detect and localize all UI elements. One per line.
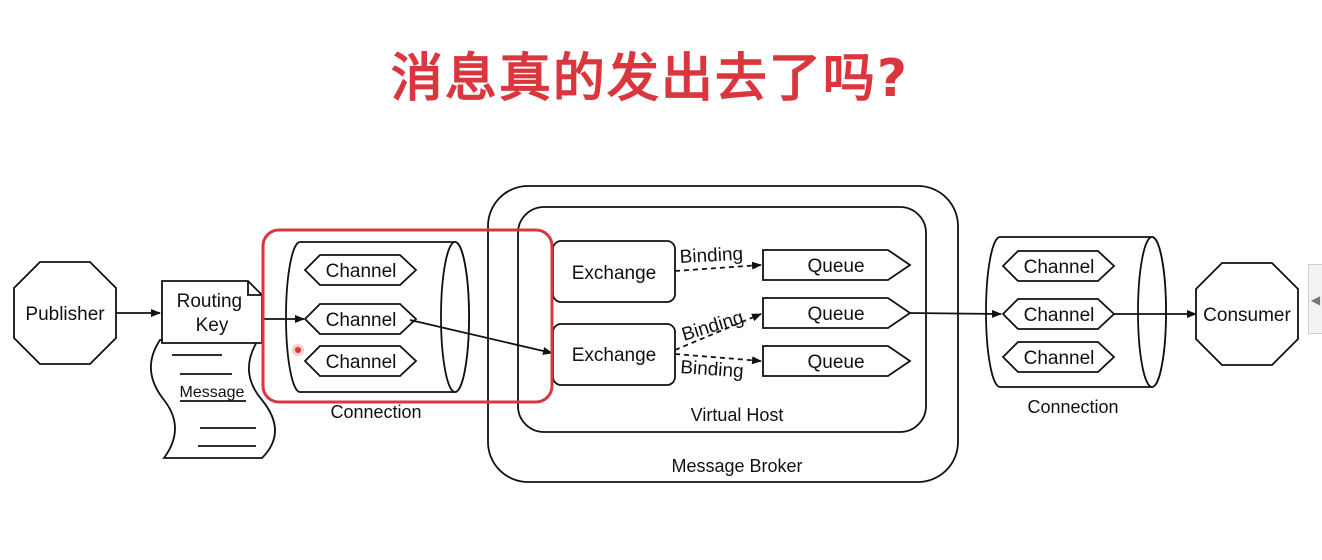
publisher-label: Publisher [25, 304, 105, 325]
routing-key-text-line2: Key [196, 315, 229, 336]
arrow-queue-channel [909, 309, 1002, 318]
page-title: 消息真的发出去了吗? [390, 49, 910, 109]
message-broker-label: Message Broker [671, 456, 802, 476]
queue-1-label: Queue [807, 256, 864, 277]
right-channel-1 [1001, 250, 1116, 282]
left-arrow-icon: ◀ [1310, 293, 1321, 307]
right-channel-3 [1001, 341, 1116, 373]
queue-1 [762, 249, 912, 281]
publisher-node [13, 261, 117, 365]
queue-3-label: Queue [807, 352, 864, 373]
connection-left-label: Connection [330, 402, 421, 422]
consumer-node [1195, 262, 1299, 366]
arrow-channel-exchange [409, 319, 553, 355]
consumer-label: Consumer [1203, 305, 1291, 326]
queue-2 [762, 297, 912, 329]
queue-3 [762, 345, 912, 377]
left-channel-3-label: Channel [326, 352, 397, 373]
queue-2-label: Queue [807, 304, 864, 325]
virtual-host-label: Virtual Host [691, 405, 784, 425]
routing-key-text: Routing [177, 291, 243, 312]
left-channel-1-label: Channel [326, 261, 397, 282]
right-channel-3-label: Channel [1024, 348, 1095, 369]
highlight-box [261, 228, 554, 404]
message-label: Message [180, 384, 245, 401]
binding-1-label: Binding [679, 244, 743, 268]
routing-key-label: Routing Key [177, 291, 248, 336]
right-channel-1-label: Channel [1024, 257, 1095, 278]
binding-3-label: Binding [680, 357, 745, 382]
left-channel-2 [303, 303, 418, 335]
exchange-1-label: Exchange [572, 263, 657, 284]
connection-right-label: Connection [1027, 397, 1118, 417]
left-channel-2-label: Channel [326, 310, 397, 331]
binding-arrow-2 [674, 313, 762, 351]
right-channel-2-label: Channel [1024, 305, 1095, 326]
left-channel-1 [303, 254, 418, 286]
exchange-2-label: Exchange [572, 345, 657, 366]
right-channel-2 [1001, 298, 1116, 330]
left-channel-3 [303, 345, 418, 377]
side-panel-toggle[interactable]: ◀ [1308, 264, 1322, 334]
cursor-dot [292, 344, 304, 356]
